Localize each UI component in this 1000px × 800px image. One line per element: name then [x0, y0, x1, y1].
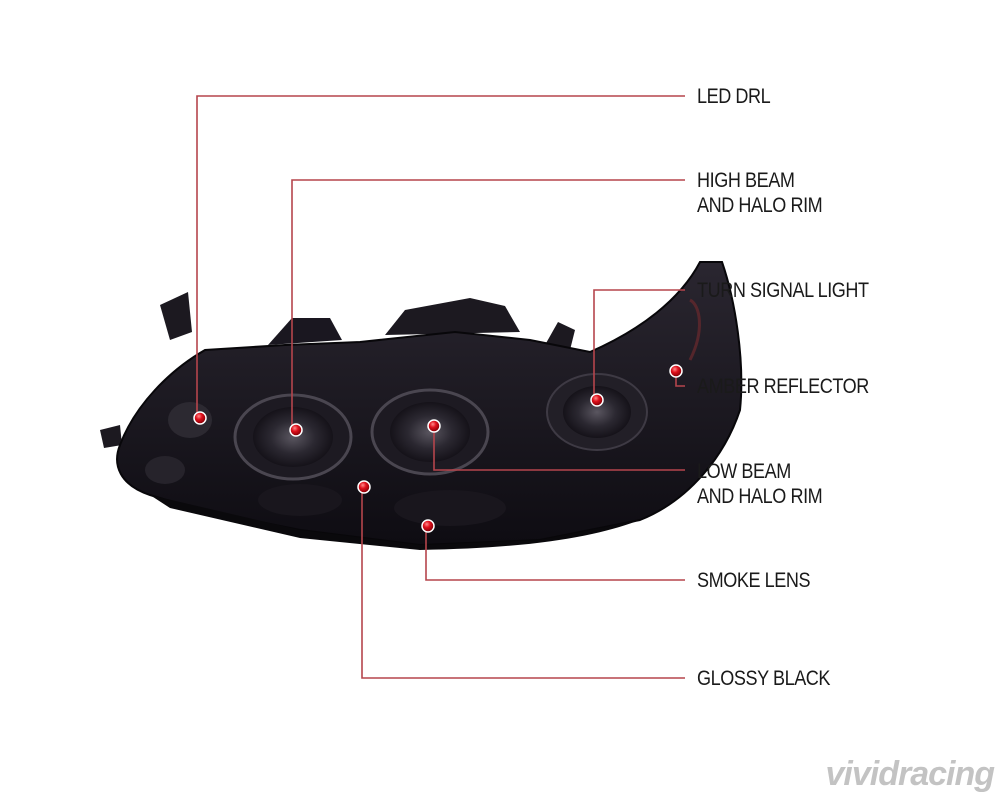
marker-turn-signal	[590, 393, 604, 407]
label-smoke-lens: SMOKE LENS	[697, 568, 811, 593]
label-led-drl-line1: LED DRL	[697, 85, 771, 108]
label-smoke-lens-line1: SMOKE LENS	[697, 569, 811, 592]
callout-markers	[193, 364, 683, 533]
label-high-beam-line1: HIGH BEAM	[697, 169, 795, 192]
marker-glossy-black	[357, 480, 371, 494]
label-low-beam-line2: AND HALO RIM	[697, 485, 823, 508]
label-low-beam: LOW BEAM AND HALO RIM	[697, 459, 823, 509]
label-glossy-black: GLOSSY BLACK	[697, 666, 830, 691]
label-high-beam-line2: AND HALO RIM	[697, 194, 823, 217]
marker-low-beam	[427, 419, 441, 433]
label-turn-signal-line1: TURN SIGNAL LIGHT	[697, 279, 869, 302]
label-amber-reflector: AMBER REFLECTOR	[697, 374, 869, 399]
headlight-image	[100, 261, 743, 550]
marker-led-drl	[193, 411, 207, 425]
marker-smoke-lens	[421, 519, 435, 533]
marker-high-beam	[289, 423, 303, 437]
watermark-logo: vividracing	[825, 755, 995, 793]
label-low-beam-line1: LOW BEAM	[697, 460, 791, 483]
marker-amber-reflector	[669, 364, 683, 378]
label-amber-reflector-line1: AMBER REFLECTOR	[697, 375, 869, 398]
label-led-drl: LED DRL	[697, 84, 771, 109]
label-high-beam: HIGH BEAM AND HALO RIM	[697, 168, 823, 218]
label-turn-signal: TURN SIGNAL LIGHT	[697, 278, 869, 303]
leader-line-low-beam	[433, 426, 685, 471]
label-glossy-black-line1: GLOSSY BLACK	[697, 667, 831, 690]
